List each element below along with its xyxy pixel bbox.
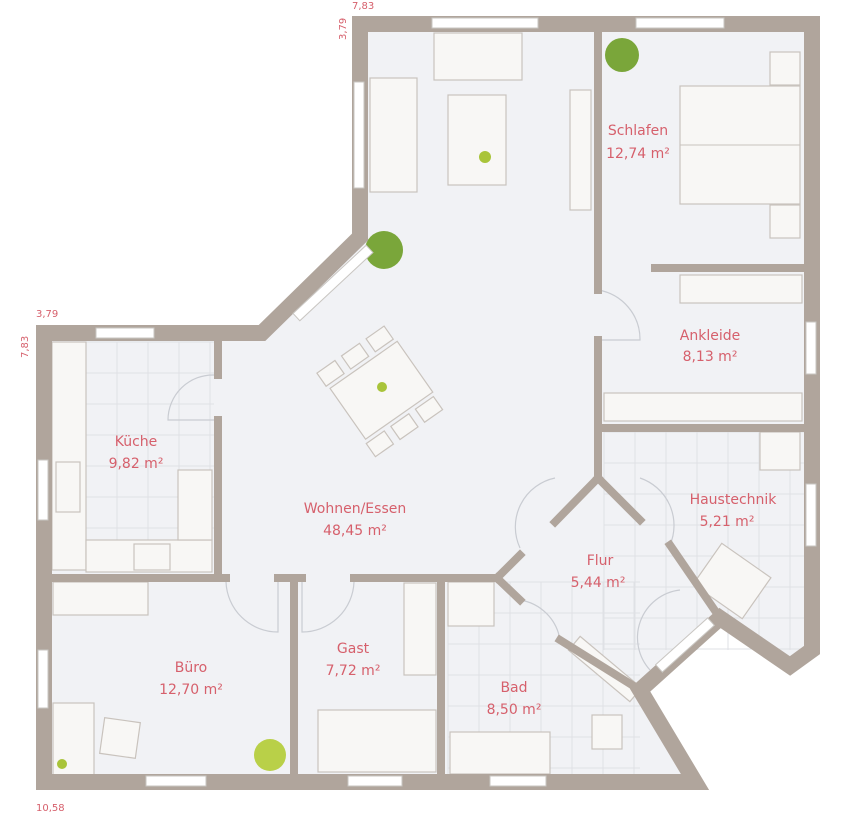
interior-walls [40,20,816,786]
dimension-left-width: 3,79 [36,309,58,320]
room-area: 9,82 m² [109,456,164,472]
window [654,617,716,673]
plant-icon [365,231,403,269]
room-area: 8,50 m² [487,702,542,718]
kitchen-counter-right [177,469,213,541]
sink [55,461,81,513]
window [37,649,49,709]
room-area: 5,21 m² [700,514,755,530]
room-name: Ankleide [680,328,740,344]
room-name: Büro [175,660,208,676]
dimension-left-depth: 7,83 [20,336,31,358]
technik-unit [759,431,801,471]
washing-machine [692,542,772,620]
office-chair [98,716,142,760]
sofa-top [433,32,523,81]
plant-icon [479,151,491,163]
plants [57,38,639,771]
room-area: 48,45 m² [323,523,387,539]
wardrobe-ankleide-bottom [603,392,803,422]
bathtub [449,731,551,775]
dimension-top-depth: 3,79 [338,18,349,40]
toilet [591,714,623,750]
doors [167,289,681,671]
room-area: 7,72 m² [326,663,381,679]
window [95,327,155,339]
door-flur-wohnen [514,477,556,549]
room-area: 8,13 m² [683,349,738,365]
door-kueche [167,374,215,421]
room-ankleide: Ankleide 8,13 m² [680,328,740,365]
dimension-bottom-width: 10,58 [36,803,65,814]
room-name: Haustechnik [690,492,778,508]
door-buero [225,581,279,633]
room-wohnen-essen: Wohnen/Essen 48,45 m² [304,501,406,539]
room-name: Bad [500,680,527,696]
windows [37,17,817,787]
plant-icon [377,382,387,392]
room-name: Flur [587,553,614,569]
sofa-left [369,77,418,193]
window [347,775,403,787]
room-flur: Flur 5,44 m² [571,553,626,591]
room-bad: Bad 8,50 m² [487,680,542,718]
room-name: Gast [337,641,370,657]
gast-wardrobe [403,582,437,676]
room-area: 12,70 m² [159,682,223,698]
window [431,17,539,29]
door-gast [301,581,355,633]
window [805,483,817,547]
buero-shelf [52,581,149,616]
window [635,17,725,29]
furniture [51,32,803,776]
wardrobe-ankleide-top [679,274,803,304]
dimension-top-width: 7,83 [352,1,374,12]
door-haustechnik [639,477,675,546]
kitchen-counter-left [51,341,87,571]
room-schlafen: Schlafen 12,74 m² [606,123,670,162]
plant-icon [605,38,639,72]
room-area: 12,74 m² [606,146,670,162]
room-gast: Gast 7,72 m² [326,641,381,679]
room-kueche: Küche 9,82 m² [109,434,164,472]
plant-icon [57,759,67,769]
room-area: 5,44 m² [571,575,626,591]
window [353,81,365,189]
coffee-table [447,94,507,186]
room-haustechnik: Haustechnik 5,21 m² [690,492,778,530]
window [37,459,49,521]
door-schlafen [597,289,641,341]
window [145,775,207,787]
room-name: Schlafen [608,123,668,139]
window [805,321,817,375]
room-name: Wohnen/Essen [304,501,406,517]
nightstand-top [769,51,801,86]
window [489,775,547,787]
sideboard [569,89,592,211]
door-bad [519,599,561,641]
guest-bed [317,709,437,773]
door-technik [636,589,681,671]
room-name: Küche [115,434,158,450]
nightstand-bottom [769,204,801,239]
shower [447,581,495,627]
cooktop [133,543,171,571]
window [292,244,374,322]
plant-icon [254,739,286,771]
room-buero: Büro 12,70 m² [159,660,223,698]
